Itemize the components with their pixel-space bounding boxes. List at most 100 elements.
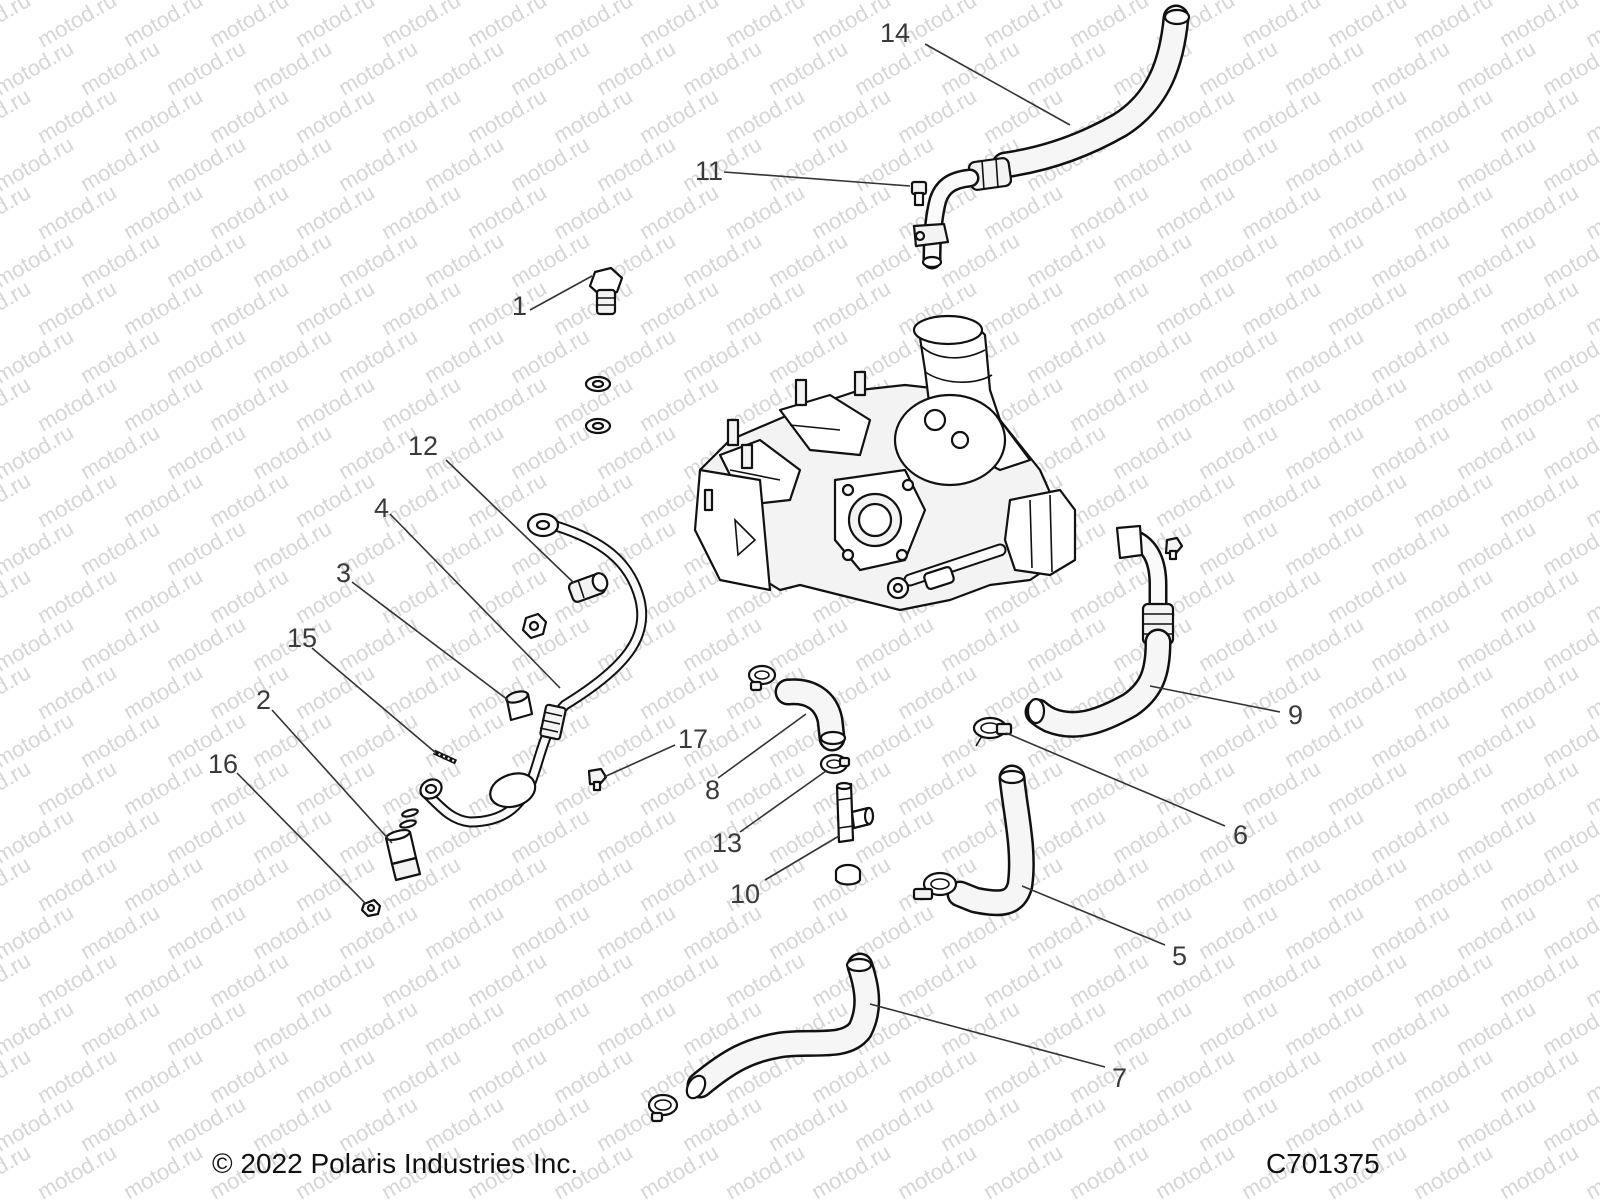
watermark-text: motod.ru: [1409, 659, 1497, 724]
part-3-sleeve: [505, 690, 534, 722]
watermark-text: motod.ru: [506, 995, 594, 1060]
watermark-text: motod.ru: [420, 995, 508, 1060]
watermark-text: motod.ru: [291, 0, 379, 52]
watermark-text: motod.ru: [0, 1139, 35, 1200]
watermark-text: motod.ru: [1108, 131, 1196, 196]
watermark-text: motod.ru: [334, 995, 422, 1060]
watermark-text: motod.ru: [678, 1091, 766, 1156]
callout-6: 6: [1233, 820, 1248, 850]
watermark-text: motod.ru: [1280, 35, 1368, 100]
watermark-text: motod.ru: [463, 851, 551, 916]
watermark-text: motod.ru: [1022, 323, 1110, 388]
watermark-text: motod.ru: [377, 1043, 465, 1108]
watermark-text: motod.ru: [1495, 851, 1583, 916]
watermark-text: motod.ru: [119, 947, 207, 1012]
watermark-text: motod.ru: [248, 35, 336, 100]
callout-13: 13: [712, 828, 742, 858]
watermark-text: motod.ru: [721, 275, 809, 340]
watermark-text: motod.ru: [1280, 227, 1368, 292]
watermark-text: motod.ru: [1065, 851, 1153, 916]
watermark-text: motod.ru: [33, 659, 121, 724]
watermark-text: motod.ru: [1194, 611, 1282, 676]
watermark-text: motod.ru: [0, 83, 35, 148]
watermark-text: motod.ru: [76, 419, 164, 484]
watermark-text: motod.ru: [1108, 1091, 1196, 1156]
watermark-text: motod.ru: [0, 275, 35, 340]
part-17-bolt: [587, 767, 608, 792]
watermark-text: motod.ru: [76, 611, 164, 676]
watermark-text: motod.ru: [334, 131, 422, 196]
watermark-text: motod.ru: [248, 131, 336, 196]
watermark-text: motod.ru: [1237, 1043, 1325, 1108]
watermark-text: motod.ru: [1323, 755, 1411, 820]
watermark-text: motod.ru: [1452, 803, 1540, 868]
watermark-text: motod.ru: [1323, 467, 1411, 532]
watermark-text: motod.ru: [549, 755, 637, 820]
watermark-text: motod.ru: [635, 947, 723, 1012]
watermark-text: motod.ru: [807, 179, 895, 244]
watermark-text: motod.ru: [549, 1043, 637, 1108]
leader-9: [1149, 685, 1281, 713]
watermark-text: motod.ru: [1022, 35, 1110, 100]
watermark-text: motod.ru: [1194, 323, 1282, 388]
watermark-text: motod.ru: [1237, 467, 1325, 532]
watermark-text: motod.ru: [377, 371, 465, 436]
callout-1: 1: [512, 291, 527, 321]
part-10-tee-fitting: [834, 781, 875, 886]
watermark-text: motod.ru: [291, 563, 379, 628]
watermark-text: motod.ru: [1366, 995, 1454, 1060]
watermark-text: motod.ru: [205, 0, 293, 52]
watermark-text: motod.ru: [205, 371, 293, 436]
part-8-elbow-hose: [774, 678, 847, 752]
watermark-text: motod.ru: [1108, 227, 1196, 292]
watermark-text: motod.ru: [549, 0, 637, 52]
watermark-text: motod.ru: [76, 35, 164, 100]
watermark-text: motod.ru: [936, 227, 1024, 292]
watermark-text: motod.ru: [0, 1043, 35, 1108]
watermark-text: motod.ru: [1581, 563, 1600, 628]
watermark-text: motod.ru: [1237, 275, 1325, 340]
watermark-text: motod.ru: [119, 1139, 207, 1200]
watermark-text: motod.ru: [1237, 179, 1325, 244]
watermark-text: motod.ru: [635, 563, 723, 628]
part-6-clamp: [972, 716, 1013, 747]
leader-11: [723, 171, 911, 187]
callout-5: 5: [1172, 941, 1187, 971]
watermark-text: motod.ru: [334, 35, 422, 100]
watermark-text: motod.ru: [1323, 947, 1411, 1012]
watermark-text: motod.ru: [506, 611, 594, 676]
watermark-text: motod.ru: [893, 755, 981, 820]
watermark-text: motod.ru: [1151, 947, 1239, 1012]
watermark-text: motod.ru: [291, 467, 379, 532]
watermark-text: motod.ru: [1452, 1091, 1540, 1156]
watermark-text: motod.ru: [807, 275, 895, 340]
watermark-text: motod.ru: [1366, 803, 1454, 868]
watermark-text: motod.ru: [1323, 179, 1411, 244]
watermark-text: motod.ru: [248, 803, 336, 868]
watermark-text: motod.ru: [334, 323, 422, 388]
watermark-text: motod.ru: [1237, 371, 1325, 436]
watermark-text: motod.ru: [1151, 755, 1239, 820]
watermark-text: motod.ru: [334, 227, 422, 292]
watermark-text: motod.ru: [1581, 947, 1600, 1012]
watermark-text: motod.ru: [248, 707, 336, 772]
watermark-text: motod.ru: [1581, 851, 1600, 916]
part-1-banjo-bolt: [584, 266, 624, 435]
watermark-text: motod.ru: [1581, 275, 1600, 340]
part-11-bolt: [910, 180, 928, 207]
callout-labels: 14 11 1 12 4 3 15 2 16 17 8 13 10 9 6 5 …: [208, 18, 1303, 1093]
watermark-text: motod.ru: [205, 947, 293, 1012]
watermark-text: motod.ru: [0, 179, 35, 244]
watermark-text: motod.ru: [1495, 0, 1583, 52]
watermark-text: motod.ru: [205, 1043, 293, 1108]
watermark-text: motod.ru: [1065, 1043, 1153, 1108]
watermark-text: motod.ru: [76, 995, 164, 1060]
watermark-text: motod.ru: [334, 1091, 422, 1156]
copyright-notice: © 2022 Polaris Industries Inc.: [212, 1148, 579, 1179]
watermark-text: motod.ru: [506, 803, 594, 868]
watermark-text: motod.ru: [1452, 707, 1540, 772]
watermark-text: motod.ru: [721, 947, 809, 1012]
watermark-text: motod.ru: [33, 1139, 121, 1200]
leader-2: [271, 709, 393, 844]
watermark-text: motod.ru: [1409, 83, 1497, 148]
